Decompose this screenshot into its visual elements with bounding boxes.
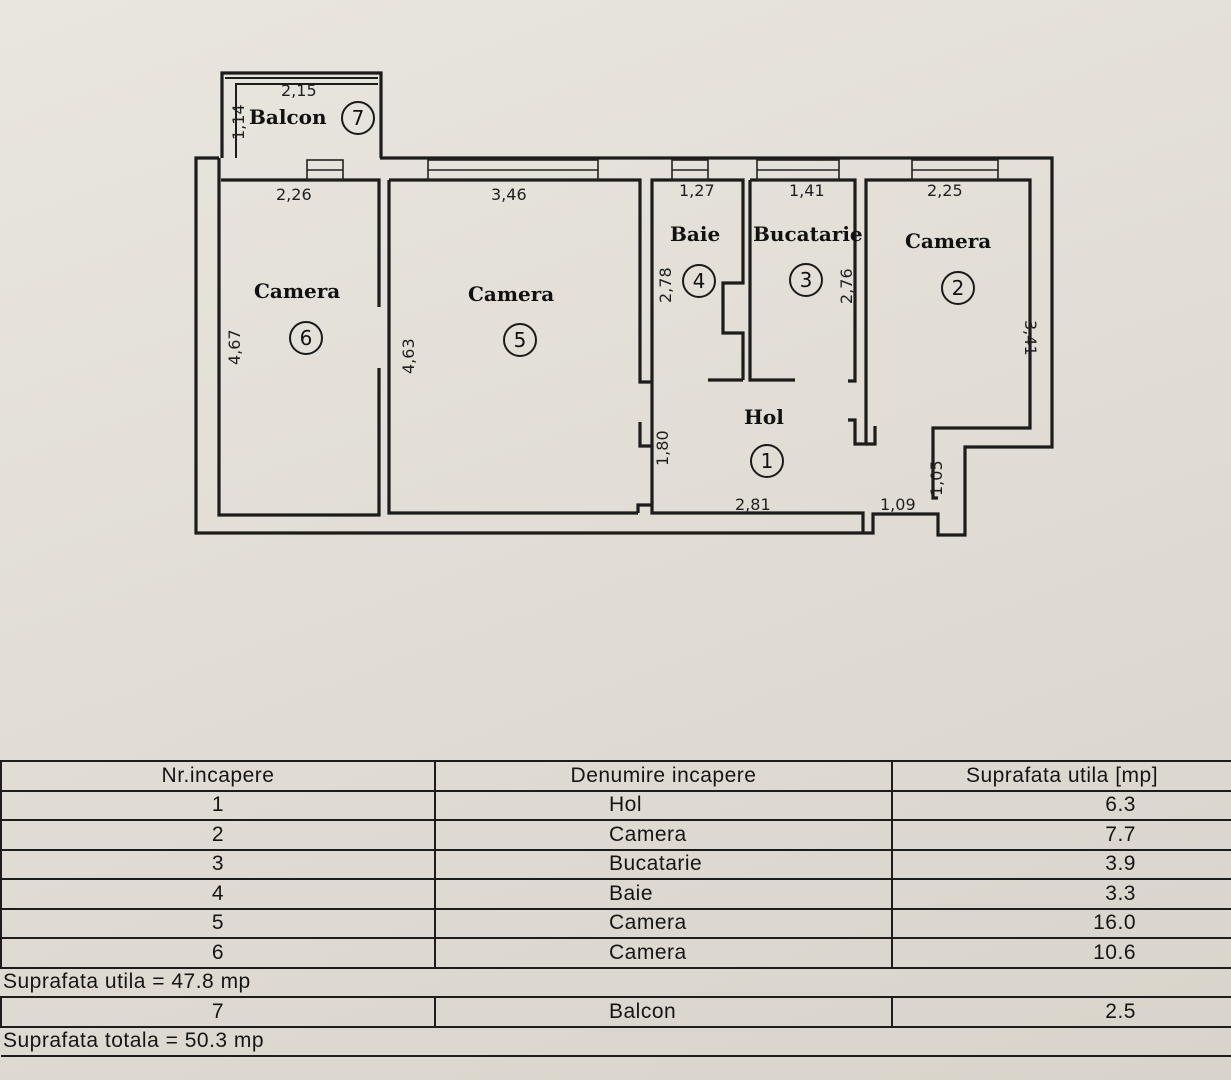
cell-nr: 3 xyxy=(0,848,436,880)
dim-camera5-width: 3,46 xyxy=(491,185,527,204)
room-label-camera-6: Camera xyxy=(254,279,340,303)
room-label-hol: Hol xyxy=(744,405,784,429)
header-suprafata: Suprafata utila [mp] xyxy=(891,760,1231,792)
room-label-balcon: Balcon xyxy=(249,105,327,129)
room-marker-3: 3 xyxy=(789,263,823,297)
area-table-grid: Nr.incapere Denumire incapere Suprafata … xyxy=(0,760,1231,1057)
table-row: 6 Camera 10.6 xyxy=(0,937,1231,969)
dim-baie-width: 1,27 xyxy=(679,181,715,200)
table-row: 5 Camera 16.0 xyxy=(0,907,1231,939)
cell-nr: 7 xyxy=(0,996,436,1028)
dim-balcon-depth: 1,14 xyxy=(229,104,248,140)
table-row: 7 Balcon 2.5 xyxy=(0,996,1231,1028)
subtotal-text: Suprafata utila = 47.8 mp xyxy=(1,966,1231,998)
dim-camera2-width: 2,25 xyxy=(927,181,963,200)
floor-plan: 2,15 1,14 2,26 4,67 3,46 4,63 1,27 2,78 … xyxy=(194,71,1054,537)
cell-name: Hol xyxy=(434,789,893,821)
room-number: 6 xyxy=(300,326,313,350)
dim-balcon-width: 2,15 xyxy=(281,81,317,100)
cell-area: 7.7 xyxy=(891,819,1231,851)
cell-name: Camera xyxy=(434,907,893,939)
room-marker-1: 1 xyxy=(750,444,784,478)
cell-name: Balcon xyxy=(434,996,893,1028)
cell-area: 10.6 xyxy=(891,937,1231,969)
room-number: 2 xyxy=(952,276,965,300)
dim-camera5-depth: 4,63 xyxy=(399,338,418,374)
dim-camera6-depth: 4,67 xyxy=(225,329,244,365)
subtotal-row: Suprafata utila = 47.8 mp xyxy=(1,966,1231,998)
dim-camera6-width: 2,26 xyxy=(276,185,312,204)
cell-name: Bucatarie xyxy=(434,848,893,880)
dim-hol-ext-width: 1,09 xyxy=(880,495,916,514)
room-marker-7: 7 xyxy=(341,101,375,135)
cell-nr: 2 xyxy=(0,819,436,851)
room-marker-4: 4 xyxy=(682,264,716,298)
table-row: 2 Camera 7.7 xyxy=(0,819,1231,851)
cell-area: 3.3 xyxy=(891,878,1231,910)
table-row: 1 Hol 6.3 xyxy=(0,789,1231,821)
cell-name: Camera xyxy=(434,819,893,851)
dim-hol-ext-depth: 1,05 xyxy=(927,460,946,496)
header-denumire: Denumire incapere xyxy=(434,760,893,792)
walls xyxy=(194,71,1054,537)
total-row: Suprafata totala = 50.3 mp xyxy=(1,1025,1231,1057)
area-table: Nr.incapere Denumire incapere Suprafata … xyxy=(0,760,1231,1080)
room-label-camera-2: Camera xyxy=(905,229,991,253)
cell-area: 2.5 xyxy=(891,996,1231,1028)
room-marker-5: 5 xyxy=(503,323,537,357)
room-number: 4 xyxy=(693,269,706,293)
room-number: 3 xyxy=(800,268,813,292)
dim-hol-depth: 1,80 xyxy=(653,430,672,466)
room-number: 5 xyxy=(514,328,527,352)
table-row: 3 Bucatarie 3.9 xyxy=(0,848,1231,880)
table-row: 4 Baie 3.3 xyxy=(0,878,1231,910)
table-header-row: Nr.incapere Denumire incapere Suprafata … xyxy=(0,760,1231,792)
room-label-bucatarie: Bucatarie xyxy=(753,222,863,246)
room-number: 1 xyxy=(761,449,774,473)
dim-baie-depth: 2,78 xyxy=(656,267,675,303)
room-number: 7 xyxy=(352,106,365,130)
room-marker-6: 6 xyxy=(289,321,323,355)
cell-area: 16.0 xyxy=(891,907,1231,939)
dim-camera2-depth: 3,41 xyxy=(1021,320,1040,356)
total-text: Suprafata totala = 50.3 mp xyxy=(1,1025,1231,1057)
cell-nr: 6 xyxy=(0,937,436,969)
cell-area: 6.3 xyxy=(891,789,1231,821)
cell-nr: 4 xyxy=(0,878,436,910)
dim-bucatarie-width: 1,41 xyxy=(789,181,825,200)
cell-nr: 1 xyxy=(0,789,436,821)
dim-hol-width: 2,81 xyxy=(735,495,771,514)
dim-bucatarie-depth: 2,76 xyxy=(837,268,856,304)
room-marker-2: 2 xyxy=(941,271,975,305)
cell-name: Baie xyxy=(434,878,893,910)
windows xyxy=(306,159,999,181)
room-label-baie: Baie xyxy=(670,222,720,246)
cell-name: Camera xyxy=(434,937,893,969)
header-nr: Nr.incapere xyxy=(0,760,436,792)
cell-nr: 5 xyxy=(0,907,436,939)
cell-area: 3.9 xyxy=(891,848,1231,880)
room-label-camera-5: Camera xyxy=(468,282,554,306)
